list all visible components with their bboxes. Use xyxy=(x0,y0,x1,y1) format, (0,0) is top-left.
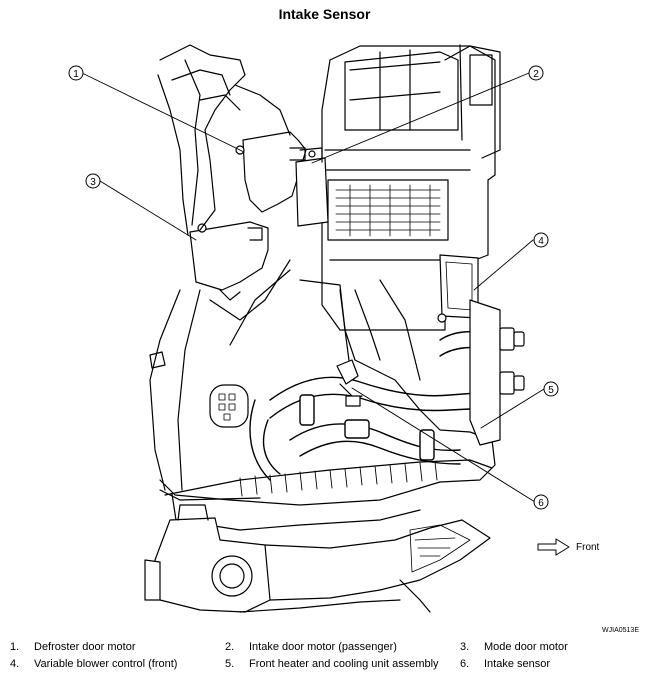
legend-text: Front heater and cooling unit assembly xyxy=(249,658,439,670)
diagram-title: Intake Sensor xyxy=(278,6,371,22)
callout-circles xyxy=(68,65,559,510)
legend-num: 5. xyxy=(225,658,235,670)
callout-5-label: 5 xyxy=(548,385,554,396)
legend-num: 3. xyxy=(460,641,470,653)
heater-pipes xyxy=(249,331,493,481)
callout-3-label: 3 xyxy=(90,177,96,188)
legend-num: 6. xyxy=(460,658,470,670)
intake-door-motor-part xyxy=(295,147,329,227)
side-vent xyxy=(209,384,249,428)
front-arrow-icon xyxy=(537,538,570,556)
callout-3 xyxy=(85,173,101,189)
legend-text: Intake door motor (passenger) xyxy=(249,641,397,653)
figure-code: WJIA0513E xyxy=(602,627,639,634)
callout-4 xyxy=(533,232,549,248)
callout-6-label: 6 xyxy=(538,498,544,509)
legend-text: Mode door motor xyxy=(484,641,568,653)
legend-num: 1. xyxy=(10,641,20,653)
legend-num: 4. xyxy=(10,658,20,670)
callout-5 xyxy=(543,381,559,397)
bottom-drain-pan xyxy=(164,459,493,497)
left-ducting xyxy=(149,44,291,491)
defroster-door-motor-part xyxy=(235,131,307,213)
pipe-fittings xyxy=(469,299,525,446)
callout-2 xyxy=(528,65,544,81)
legend-text: Defroster door motor xyxy=(34,641,136,653)
callout-6 xyxy=(533,494,549,510)
front-label: Front xyxy=(576,542,600,553)
legend-text: Variable blower control (front) xyxy=(34,658,178,670)
blower-housing xyxy=(144,504,491,613)
mode-door-motor-part xyxy=(189,221,269,301)
callout-2-label: 2 xyxy=(533,69,539,80)
callout-1 xyxy=(68,65,84,81)
callout-4-label: 4 xyxy=(538,236,544,247)
leader-lines xyxy=(81,72,545,503)
intake-sensor-part xyxy=(336,359,363,407)
callout-1-label: 1 xyxy=(73,69,79,80)
legend-num: 2. xyxy=(225,641,235,653)
legend-text: Intake sensor xyxy=(484,658,551,670)
